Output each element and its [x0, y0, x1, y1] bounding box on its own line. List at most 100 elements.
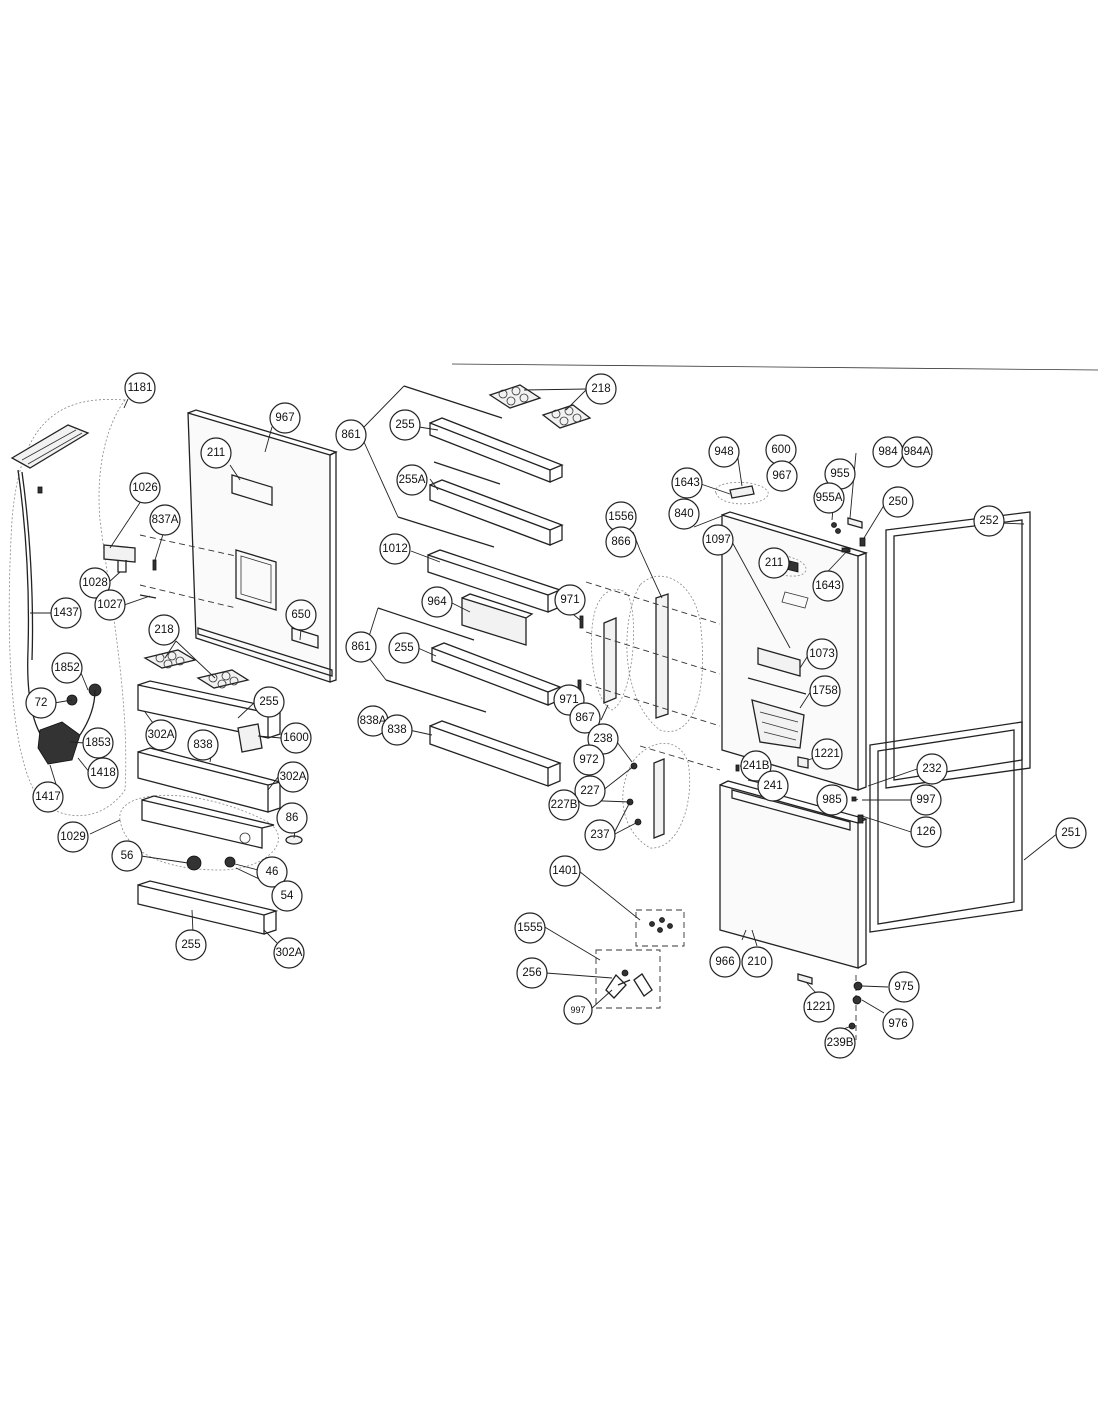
- svg-text:46: 46: [266, 866, 279, 878]
- callout-1026: 1026: [129, 472, 161, 504]
- svg-text:238: 238: [593, 733, 612, 745]
- callout-948: 948: [708, 436, 740, 468]
- svg-text:302A: 302A: [276, 947, 303, 959]
- callout-227: 227: [574, 775, 606, 807]
- svg-text:838A: 838A: [360, 715, 387, 727]
- callout-232: 232: [916, 753, 948, 785]
- svg-text:126: 126: [916, 826, 935, 838]
- callout-1437: 1437: [50, 597, 82, 629]
- svg-text:866: 866: [611, 536, 630, 548]
- callout-218-left: 218: [148, 614, 180, 646]
- callout-964: 964: [421, 586, 453, 618]
- callout-838-lower: 838: [381, 714, 413, 746]
- svg-text:967: 967: [772, 470, 791, 482]
- svg-text:255: 255: [181, 939, 200, 951]
- callout-1181: 1181: [124, 372, 156, 404]
- callout-837a: 837A: [149, 504, 181, 536]
- svg-text:1556: 1556: [608, 511, 634, 523]
- svg-text:1418: 1418: [90, 767, 116, 779]
- svg-text:255: 255: [394, 642, 413, 654]
- callout-302a-3: 302A: [273, 937, 305, 969]
- svg-text:838: 838: [193, 739, 212, 751]
- svg-text:1027: 1027: [97, 599, 123, 611]
- callout-1028: 1028: [79, 567, 111, 599]
- svg-text:600: 600: [771, 444, 790, 456]
- callout-866: 866: [605, 526, 637, 558]
- callout-838-left: 838: [187, 729, 219, 761]
- wiring-harness: [8, 399, 127, 817]
- svg-text:976: 976: [888, 1018, 907, 1030]
- callout-227b: 227B: [548, 789, 580, 821]
- svg-text:241B: 241B: [743, 760, 770, 772]
- callout-984a: 984A: [901, 436, 933, 468]
- svg-text:1029: 1029: [60, 831, 86, 843]
- small-parts-kits: [595, 909, 685, 1009]
- callout-86: 86: [276, 802, 308, 834]
- svg-text:1643: 1643: [674, 477, 700, 489]
- callout-967-freezer: 967: [269, 402, 301, 434]
- svg-text:1437: 1437: [53, 607, 79, 619]
- callout-252: 252: [973, 505, 1005, 537]
- svg-text:650: 650: [291, 609, 310, 621]
- callout-985: 985: [816, 784, 848, 816]
- callout-250: 250: [882, 486, 914, 518]
- svg-text:210: 210: [747, 956, 766, 968]
- svg-text:1853: 1853: [85, 737, 111, 749]
- svg-text:211: 211: [765, 557, 783, 569]
- callout-861-lower: 861: [345, 631, 377, 663]
- svg-text:1181: 1181: [128, 382, 153, 394]
- svg-text:966: 966: [715, 956, 734, 968]
- callout-1417: 1417: [32, 781, 64, 813]
- svg-text:861: 861: [351, 641, 370, 653]
- callout-1418: 1418: [87, 757, 119, 789]
- callout-241: 241: [757, 770, 789, 802]
- svg-text:861: 861: [341, 429, 360, 441]
- svg-text:1221: 1221: [806, 1001, 832, 1013]
- svg-text:218: 218: [591, 383, 610, 395]
- callout-1643-top: 1643: [671, 467, 703, 499]
- svg-text:971: 971: [559, 694, 578, 706]
- svg-text:56: 56: [121, 850, 134, 862]
- callout-255-bottom: 255: [175, 929, 207, 961]
- svg-text:838: 838: [387, 724, 406, 736]
- svg-text:967: 967: [275, 412, 294, 424]
- left-door-bins: [119, 649, 303, 935]
- callout-255-mid: 255: [388, 632, 420, 664]
- separator-line: [451, 363, 1099, 371]
- callout-1600: 1600: [280, 722, 312, 754]
- svg-text:1555: 1555: [517, 922, 543, 934]
- dispenser-parts: [103, 544, 157, 599]
- svg-text:218: 218: [154, 624, 173, 636]
- callout-967-fridge: 967: [766, 460, 798, 492]
- svg-text:997: 997: [570, 1005, 585, 1015]
- svg-text:840: 840: [674, 508, 693, 520]
- svg-text:255: 255: [259, 696, 278, 708]
- callout-1012: 1012: [379, 533, 411, 565]
- callout-1401: 1401: [549, 855, 581, 887]
- callout-255-left: 255: [253, 686, 285, 718]
- svg-text:948: 948: [714, 446, 733, 458]
- svg-text:964: 964: [427, 596, 447, 608]
- callout-1221-bottom: 1221: [803, 991, 835, 1023]
- svg-text:302A: 302A: [148, 729, 175, 741]
- callout-302a-1: 302A: [145, 719, 177, 751]
- fridge-door-panel: [715, 481, 869, 791]
- callout-255a: 255A: [396, 464, 428, 496]
- callout-955a: 955A: [813, 482, 845, 514]
- svg-text:252: 252: [979, 515, 998, 527]
- svg-text:1417: 1417: [35, 791, 61, 803]
- svg-text:837A: 837A: [152, 514, 179, 526]
- callout-984: 984: [872, 436, 904, 468]
- svg-text:971: 971: [560, 594, 579, 606]
- svg-text:997: 997: [916, 794, 935, 806]
- callout-976: 976: [882, 1008, 914, 1040]
- callout-302a-2: 302A: [277, 761, 309, 793]
- svg-text:86: 86: [286, 812, 299, 824]
- callout-1853: 1853: [82, 727, 114, 759]
- svg-text:255A: 255A: [399, 474, 426, 486]
- callout-997-kit: 997: [563, 995, 593, 1025]
- svg-text:256: 256: [522, 967, 541, 979]
- callout-210: 210: [741, 946, 773, 978]
- callout-211-freezer: 211: [200, 437, 232, 469]
